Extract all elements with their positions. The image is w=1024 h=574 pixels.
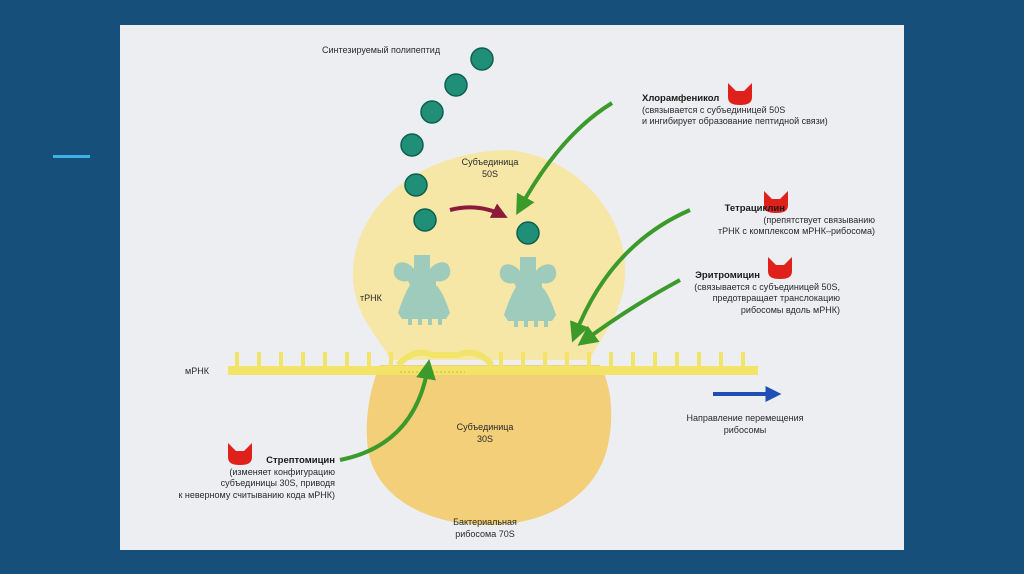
ribosome-label: Бактериальная рибосома 70S [453, 517, 517, 539]
chloramphenicol-block: Хлорамфеникол (связывается с субъединице… [642, 93, 828, 126]
direction-label: Направление перемещения рибосомы [686, 413, 804, 435]
polypeptide-chain [400, 47, 494, 232]
mrna-label: мРНК [185, 366, 209, 376]
codon-tooth [257, 352, 261, 367]
accent-bar [53, 155, 90, 158]
tetracycline-name: Тетрациклин [724, 203, 785, 214]
subunit-30s [366, 365, 612, 525]
erythromycin-name: Эритромицин [695, 270, 760, 281]
codon-tooth [653, 352, 657, 367]
codon-tooth [345, 352, 349, 367]
codon-tooth [521, 352, 525, 367]
codon-tooth [719, 352, 723, 367]
subunit-50s-label: Субъединица 50S [461, 157, 519, 179]
chloramphenicol-name: Хлорамфеникол [642, 93, 720, 104]
trna-label: тРНК [360, 293, 382, 303]
subunit-50s [352, 150, 626, 360]
codon-tooth [675, 352, 679, 367]
streptomycin-block: Стрептомицин (изменяет конфигурацию субъ… [150, 455, 335, 501]
codon-tooth [741, 352, 745, 367]
antibiotic-icon [728, 83, 752, 105]
streptomycin-arrow [339, 359, 436, 462]
peptide-transfer-arrow [449, 203, 508, 218]
codon-tooth [609, 352, 613, 367]
erythromycin-arrow [577, 278, 681, 346]
codon-tooth [587, 352, 591, 367]
subunit-30s-label: Субъединица 30S [456, 422, 514, 444]
codon-tooth [499, 352, 503, 367]
codon-tooth [279, 352, 283, 367]
codon-tooth [367, 352, 371, 367]
codon-tooth [301, 352, 305, 367]
codon-tooth [543, 352, 547, 367]
codon-tooth [631, 352, 635, 367]
codon-tooth [565, 352, 569, 367]
polypeptide-label: Синтезируемый полипептид [322, 45, 441, 55]
mrna-codons [235, 352, 745, 367]
diagram-panel: Синтезируемый полипептид Субъединица 50S… [120, 25, 904, 550]
ribosome-diagram [228, 47, 792, 525]
antibiotic-icon [764, 191, 788, 213]
trna-right [499, 221, 557, 327]
streptomycin-name: Стрептомицин [266, 455, 335, 466]
tetracycline-arrow [570, 208, 691, 343]
codon-tooth [323, 352, 327, 367]
chloramphenicol-arrow [516, 101, 614, 216]
antibiotic-icon [228, 443, 252, 465]
codon-tooth [389, 352, 393, 367]
erythromycin-block: Эритромицин (связывается с субъединицей … [660, 270, 840, 316]
mrna-strand [228, 349, 758, 375]
codon-tooth [235, 352, 239, 367]
antibiotic-icon [768, 257, 792, 279]
tetracycline-block: Тетрациклин (препятствует связыванию тРН… [660, 203, 875, 238]
codon-tooth [697, 352, 701, 367]
